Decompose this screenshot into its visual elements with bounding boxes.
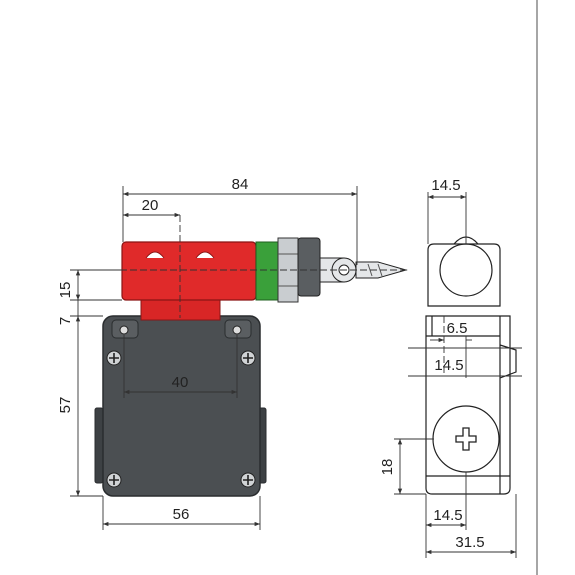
dim-side-mid: 14.5: [434, 357, 463, 374]
screw-icon: [106, 472, 122, 488]
head-slot-left: [145, 251, 165, 259]
side-head-cylinder: [439, 243, 493, 297]
dim-head-height: 15: [57, 282, 74, 299]
dim-head-offset: 20: [142, 197, 159, 214]
dim-housing-height: 57: [57, 397, 74, 414]
head-slot-right: [195, 251, 215, 259]
side-body: [425, 315, 511, 495]
screw-icon: [240, 472, 256, 488]
dim-side-bottom: 14.5: [433, 507, 462, 524]
dim-side-top: 14.5: [431, 177, 460, 194]
actuator-head: [121, 241, 257, 301]
mount-hole-left: [119, 325, 129, 335]
housing-left-rib: [94, 407, 104, 484]
dim-gap: 7: [57, 317, 74, 325]
side-view: 14.5 6.5 14.5 18 14.5 31.5: [379, 177, 522, 558]
green-ring: [255, 241, 279, 301]
dim-side-depth: 31.5: [455, 534, 484, 551]
dim-mount-spacing: 40: [172, 374, 189, 391]
rope-lever: [297, 237, 321, 297]
mount-hole-right: [232, 325, 242, 335]
switch-housing: [102, 315, 261, 497]
dim-overall-width: 84: [232, 176, 249, 193]
dim-side-inner: 6.5: [447, 320, 468, 337]
screw-icon: [106, 350, 122, 366]
dim-housing-width: 56: [173, 506, 190, 523]
front-view: 84 20 15 7 57 40 56: [57, 176, 408, 530]
screw-icon: [240, 350, 256, 366]
side-head: [427, 243, 501, 307]
dim-side-screw-height: 18: [379, 459, 396, 476]
screw-icon: [455, 427, 477, 451]
